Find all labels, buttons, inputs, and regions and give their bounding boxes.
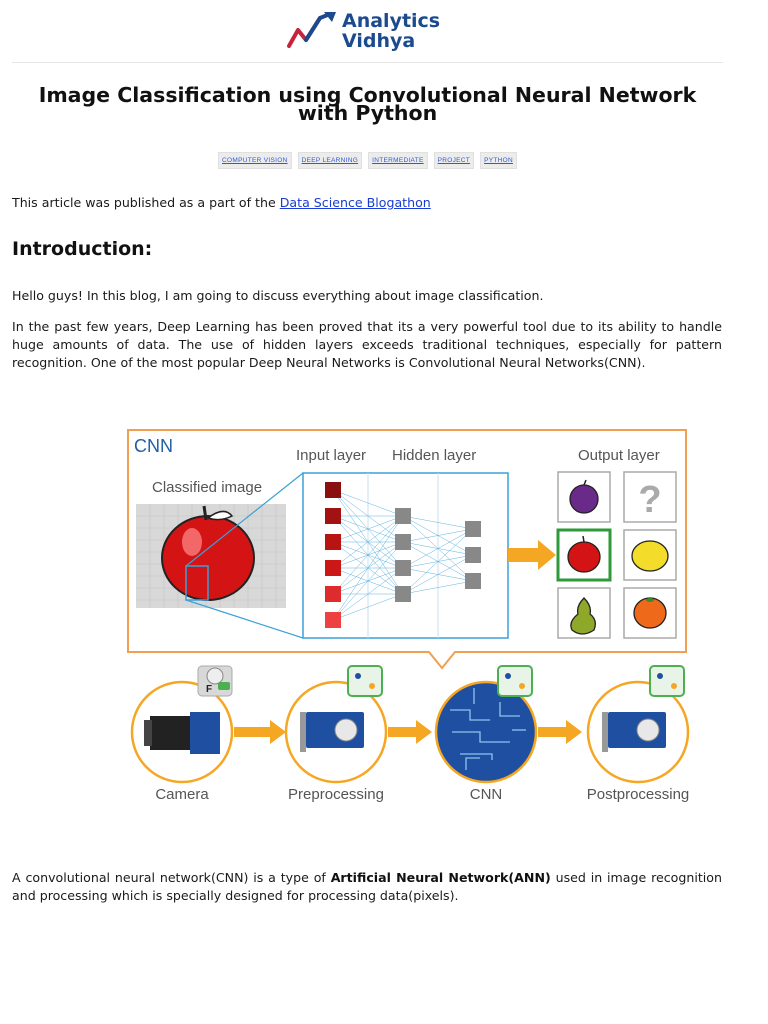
publish-prefix: This article was published as a part of … (12, 195, 280, 210)
analytics-vidhya-logo[interactable]: Analytics Vidhya (286, 10, 440, 52)
article-title: Image Classification using Convolutional… (38, 83, 697, 125)
site-header: Analytics Vidhya (0, 0, 768, 62)
logo-wordmark: Analytics Vidhya (342, 11, 440, 51)
cnn-figure: CNN Input layer Hidden layer Output laye… (120, 420, 700, 820)
tag-deep-learning[interactable]: DEEP LEARNING (297, 152, 363, 169)
logo-line-2: Vidhya (342, 30, 416, 52)
cnn-def-prefix: A convolutional neural network(CNN) is a… (12, 870, 331, 885)
intro-heading: Introduction: (12, 238, 153, 260)
input-nodes (325, 482, 341, 628)
camera-badge: F (206, 684, 212, 695)
logo-chart-icon (287, 12, 336, 48)
cnn-box-label: CNN (134, 436, 173, 456)
arrow-preprocessing-cnn (388, 720, 432, 744)
intro-paragraph-1: Hello guys! In this blog, I am going to … (12, 288, 544, 303)
arrow-cnn-postprocessing (538, 720, 582, 744)
classified-apple-image (136, 504, 286, 608)
camera-stage: F (130, 665, 234, 784)
pipeline-label-cnn: CNN (470, 786, 503, 803)
output-layer-label: Output layer (578, 447, 660, 464)
pipeline-label-postprocessing: Postprocessing (587, 786, 690, 803)
classified-image-label: Classified image (152, 479, 262, 496)
tag-project[interactable]: PROJECT (433, 152, 475, 169)
lemon-icon (631, 540, 669, 572)
intro-paragraph-2: In the past few years, Deep Learning has… (12, 319, 722, 370)
postprocessing-stage (586, 665, 690, 784)
input-layer-label: Input layer (296, 447, 366, 464)
cnn-def-suffix: used in image recognition and processing… (12, 870, 722, 903)
cnn-stage (434, 665, 538, 784)
pear-icon (570, 597, 596, 635)
blogathon-link[interactable]: Data Science Blogathon (279, 195, 431, 210)
tag-python[interactable]: PYTHON (480, 152, 517, 169)
orange-icon (633, 597, 667, 629)
header-divider (12, 62, 723, 63)
pipeline-label-camera: Camera (155, 786, 209, 803)
arrow-camera-preprocessing (234, 720, 286, 744)
hidden-layer-label: Hidden layer (392, 447, 476, 464)
ann-term: Artificial Neural Network(ANN) (330, 870, 551, 885)
hidden-nodes (395, 508, 481, 602)
plum-icon (569, 479, 599, 514)
network-to-output-arrow (508, 540, 556, 570)
apple-output-icon (567, 535, 601, 573)
logo-line-1: Analytics (342, 10, 441, 32)
preprocessing-stage (284, 665, 388, 784)
tag-list: COMPUTER VISION DEEP LEARNING INTERMEDIA… (0, 152, 735, 169)
publish-note: This article was published as a part of … (12, 194, 722, 212)
unknown-class-symbol: ? (638, 479, 661, 521)
tag-intermediate[interactable]: INTERMEDIATE (368, 152, 428, 169)
cnn-definition-paragraph: A convolutional neural network(CNN) is a… (12, 869, 722, 905)
pipeline-label-preprocessing: Preprocessing (288, 786, 384, 803)
output-grid: ? (556, 471, 677, 639)
tag-computer-vision[interactable]: COMPUTER VISION (218, 152, 292, 169)
